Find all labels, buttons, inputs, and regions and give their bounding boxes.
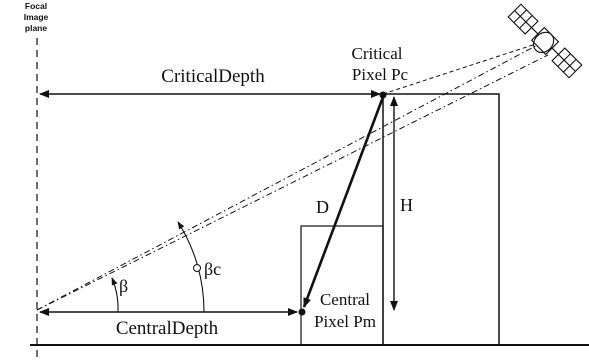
tall-building — [382, 93, 500, 346]
central-pixel-point — [298, 308, 306, 316]
beta-c-label: βc — [204, 259, 221, 279]
beta-label: β — [119, 276, 128, 296]
central-pixel-label-line2: Pixel Pm — [314, 312, 376, 331]
satellite-icon — [507, 3, 583, 79]
critical-pixel-point — [379, 91, 387, 99]
short-building — [300, 225, 384, 346]
ray-to-satellite-upper — [36, 40, 546, 311]
critical-pixel-label-line1: Critical — [352, 44, 403, 63]
central-depth-label: CentralDepth — [116, 318, 219, 339]
h-label: H — [400, 195, 413, 215]
ray-critical-to-satellite — [382, 40, 546, 95]
critical-depth-label: CriticalDepth — [161, 66, 265, 87]
focal-plane-label-line2: Image — [24, 12, 49, 22]
critical-pixel-label-line2: Pixel Pc — [352, 65, 409, 84]
beta-c-marker — [193, 264, 201, 272]
focal-plane-label-line3: plane — [25, 23, 47, 33]
ray-to-satellite-lower — [36, 54, 549, 311]
central-pixel-label-line1: Central — [320, 290, 370, 309]
beta-arc — [111, 277, 119, 313]
d-arrow — [302, 96, 385, 308]
d-label: D — [316, 197, 329, 217]
focal-plane-label-line1: Focal — [25, 1, 47, 11]
